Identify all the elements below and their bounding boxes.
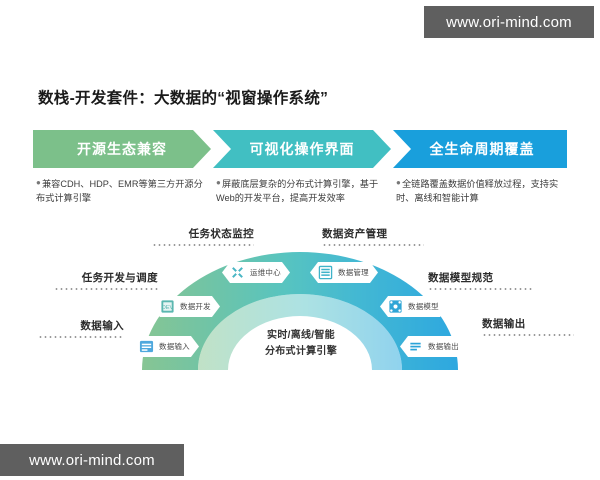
- callout-dotted-line: [428, 287, 532, 291]
- banner-description-text: 全链路覆盖数据价值释放过程，支持实时、离线和智能计算: [396, 179, 559, 204]
- data-output-icon: [408, 339, 423, 354]
- svg-text:DEV: DEV: [162, 305, 174, 311]
- arc-center-caption: 实时/离线/智能 分布式计算引擎: [236, 328, 366, 360]
- banner-description: ●兼容CDH、HDP、EMR等第三方开源分布式计算引擎: [33, 177, 211, 206]
- callout-data-model-standard: 数据模型规范: [428, 270, 532, 291]
- watermark-top: www.ori-mind.com: [424, 6, 594, 38]
- arc-node-data-output[interactable]: 数据输出: [400, 336, 468, 357]
- chevron-shape-visual-ui: 可视化操作界面: [213, 130, 391, 168]
- lifecycle-arc-diagram: 数据输入 DEV 数据开发 运维中心 数据管理: [0, 218, 600, 398]
- banner-description: ●全链路覆盖数据价值释放过程，支持实时、离线和智能计算: [393, 177, 571, 206]
- feature-banner-visual-ui: 可视化操作界面 ●屏蔽底层复杂的分布式计算引擎，基于Web的开发平台，提高开发效…: [213, 130, 391, 206]
- arc-node-label: 数据开发: [180, 302, 211, 311]
- arc-band-graphic: [142, 252, 458, 370]
- feature-banner-row: 开源生态兼容 ●兼容CDH、HDP、EMR等第三方开源分布式计算引擎 可视化操作…: [33, 130, 567, 215]
- center-caption-line-2: 分布式计算引擎: [264, 346, 338, 357]
- arc-node-data-model[interactable]: 数据模型: [380, 296, 448, 317]
- callout-label: 任务状态监控: [188, 228, 254, 240]
- arc-node-data-develop[interactable]: DEV 数据开发: [152, 296, 220, 317]
- banner-label: 可视化操作界面: [249, 141, 355, 157]
- banner-description: ●屏蔽底层复杂的分布式计算引擎，基于Web的开发平台，提高开发效率: [213, 177, 391, 206]
- callout-label: 数据资产管理: [322, 228, 388, 240]
- callout-label: 数据模型规范: [428, 272, 494, 284]
- ops-center-icon: [230, 265, 245, 280]
- callout-task-develop-schedule: 任务开发与调度: [54, 270, 158, 291]
- callout-dotted-line: [322, 243, 424, 247]
- callout-data-output: 数据输出: [482, 316, 574, 337]
- arc-node-label: 运维中心: [250, 268, 281, 277]
- arc-node-data-manage[interactable]: 数据管理: [310, 262, 378, 283]
- chevron-shape-open-source: 开源生态兼容: [33, 130, 211, 168]
- banner-description-text: 屏蔽底层复杂的分布式计算引擎，基于Web的开发平台，提高开发效率: [216, 179, 379, 204]
- arc-inner-band: [198, 294, 402, 370]
- chevron-shape-lifecycle: 全生命周期覆盖: [393, 130, 571, 168]
- feature-banner-lifecycle: 全生命周期覆盖 ●全链路覆盖数据价值释放过程，支持实时、离线和智能计算: [393, 130, 571, 206]
- bullet-icon: ●: [216, 178, 221, 187]
- chevron-arrow-icon: [33, 130, 211, 168]
- arc-node-label: 数据模型: [408, 302, 439, 311]
- feature-banner-open-source: 开源生态兼容 ●兼容CDH、HDP、EMR等第三方开源分布式计算引擎: [33, 130, 211, 206]
- callout-dotted-line: [38, 335, 124, 339]
- chevron-arrow-icon: [393, 130, 567, 168]
- callout-label: 数据输入: [80, 320, 124, 332]
- arc-node-label: 数据输入: [159, 342, 190, 351]
- banner-label: 开源生态兼容: [77, 141, 167, 157]
- arc-node-label: 数据管理: [338, 268, 369, 277]
- callout-data-asset-manage: 数据资产管理: [322, 226, 424, 247]
- data-manage-icon: [318, 265, 333, 280]
- arc-node-label: 数据输出: [428, 342, 459, 351]
- callout-dotted-line: [54, 287, 158, 291]
- banner-description-text: 兼容CDH、HDP、EMR等第三方开源分布式计算引擎: [36, 179, 203, 204]
- callout-label: 数据输出: [482, 318, 526, 330]
- bullet-icon: ●: [36, 178, 41, 187]
- data-model-icon: [388, 299, 403, 314]
- callout-task-status-monitor: 任务状态监控: [152, 226, 254, 247]
- data-develop-icon: DEV: [160, 299, 175, 314]
- arc-node-data-input[interactable]: 数据输入: [131, 336, 199, 357]
- callout-data-input: 数据输入: [38, 318, 124, 339]
- bullet-icon: ●: [396, 178, 401, 187]
- data-input-icon: [139, 339, 154, 354]
- center-caption-line-1: 实时/离线/智能: [267, 330, 335, 341]
- page-title: 数栈-开发套件：大数据的“视窗操作系统”: [38, 90, 329, 107]
- chevron-arrow-icon: [213, 130, 391, 168]
- callout-dotted-line: [152, 243, 254, 247]
- banner-label: 全生命周期覆盖: [429, 141, 535, 157]
- arc-outer-band: [142, 252, 458, 370]
- callout-label: 任务开发与调度: [81, 272, 158, 284]
- callout-dotted-line: [482, 333, 574, 337]
- watermark-bottom: www.ori-mind.com: [0, 444, 184, 476]
- arc-node-ops-center[interactable]: 运维中心: [222, 262, 290, 283]
